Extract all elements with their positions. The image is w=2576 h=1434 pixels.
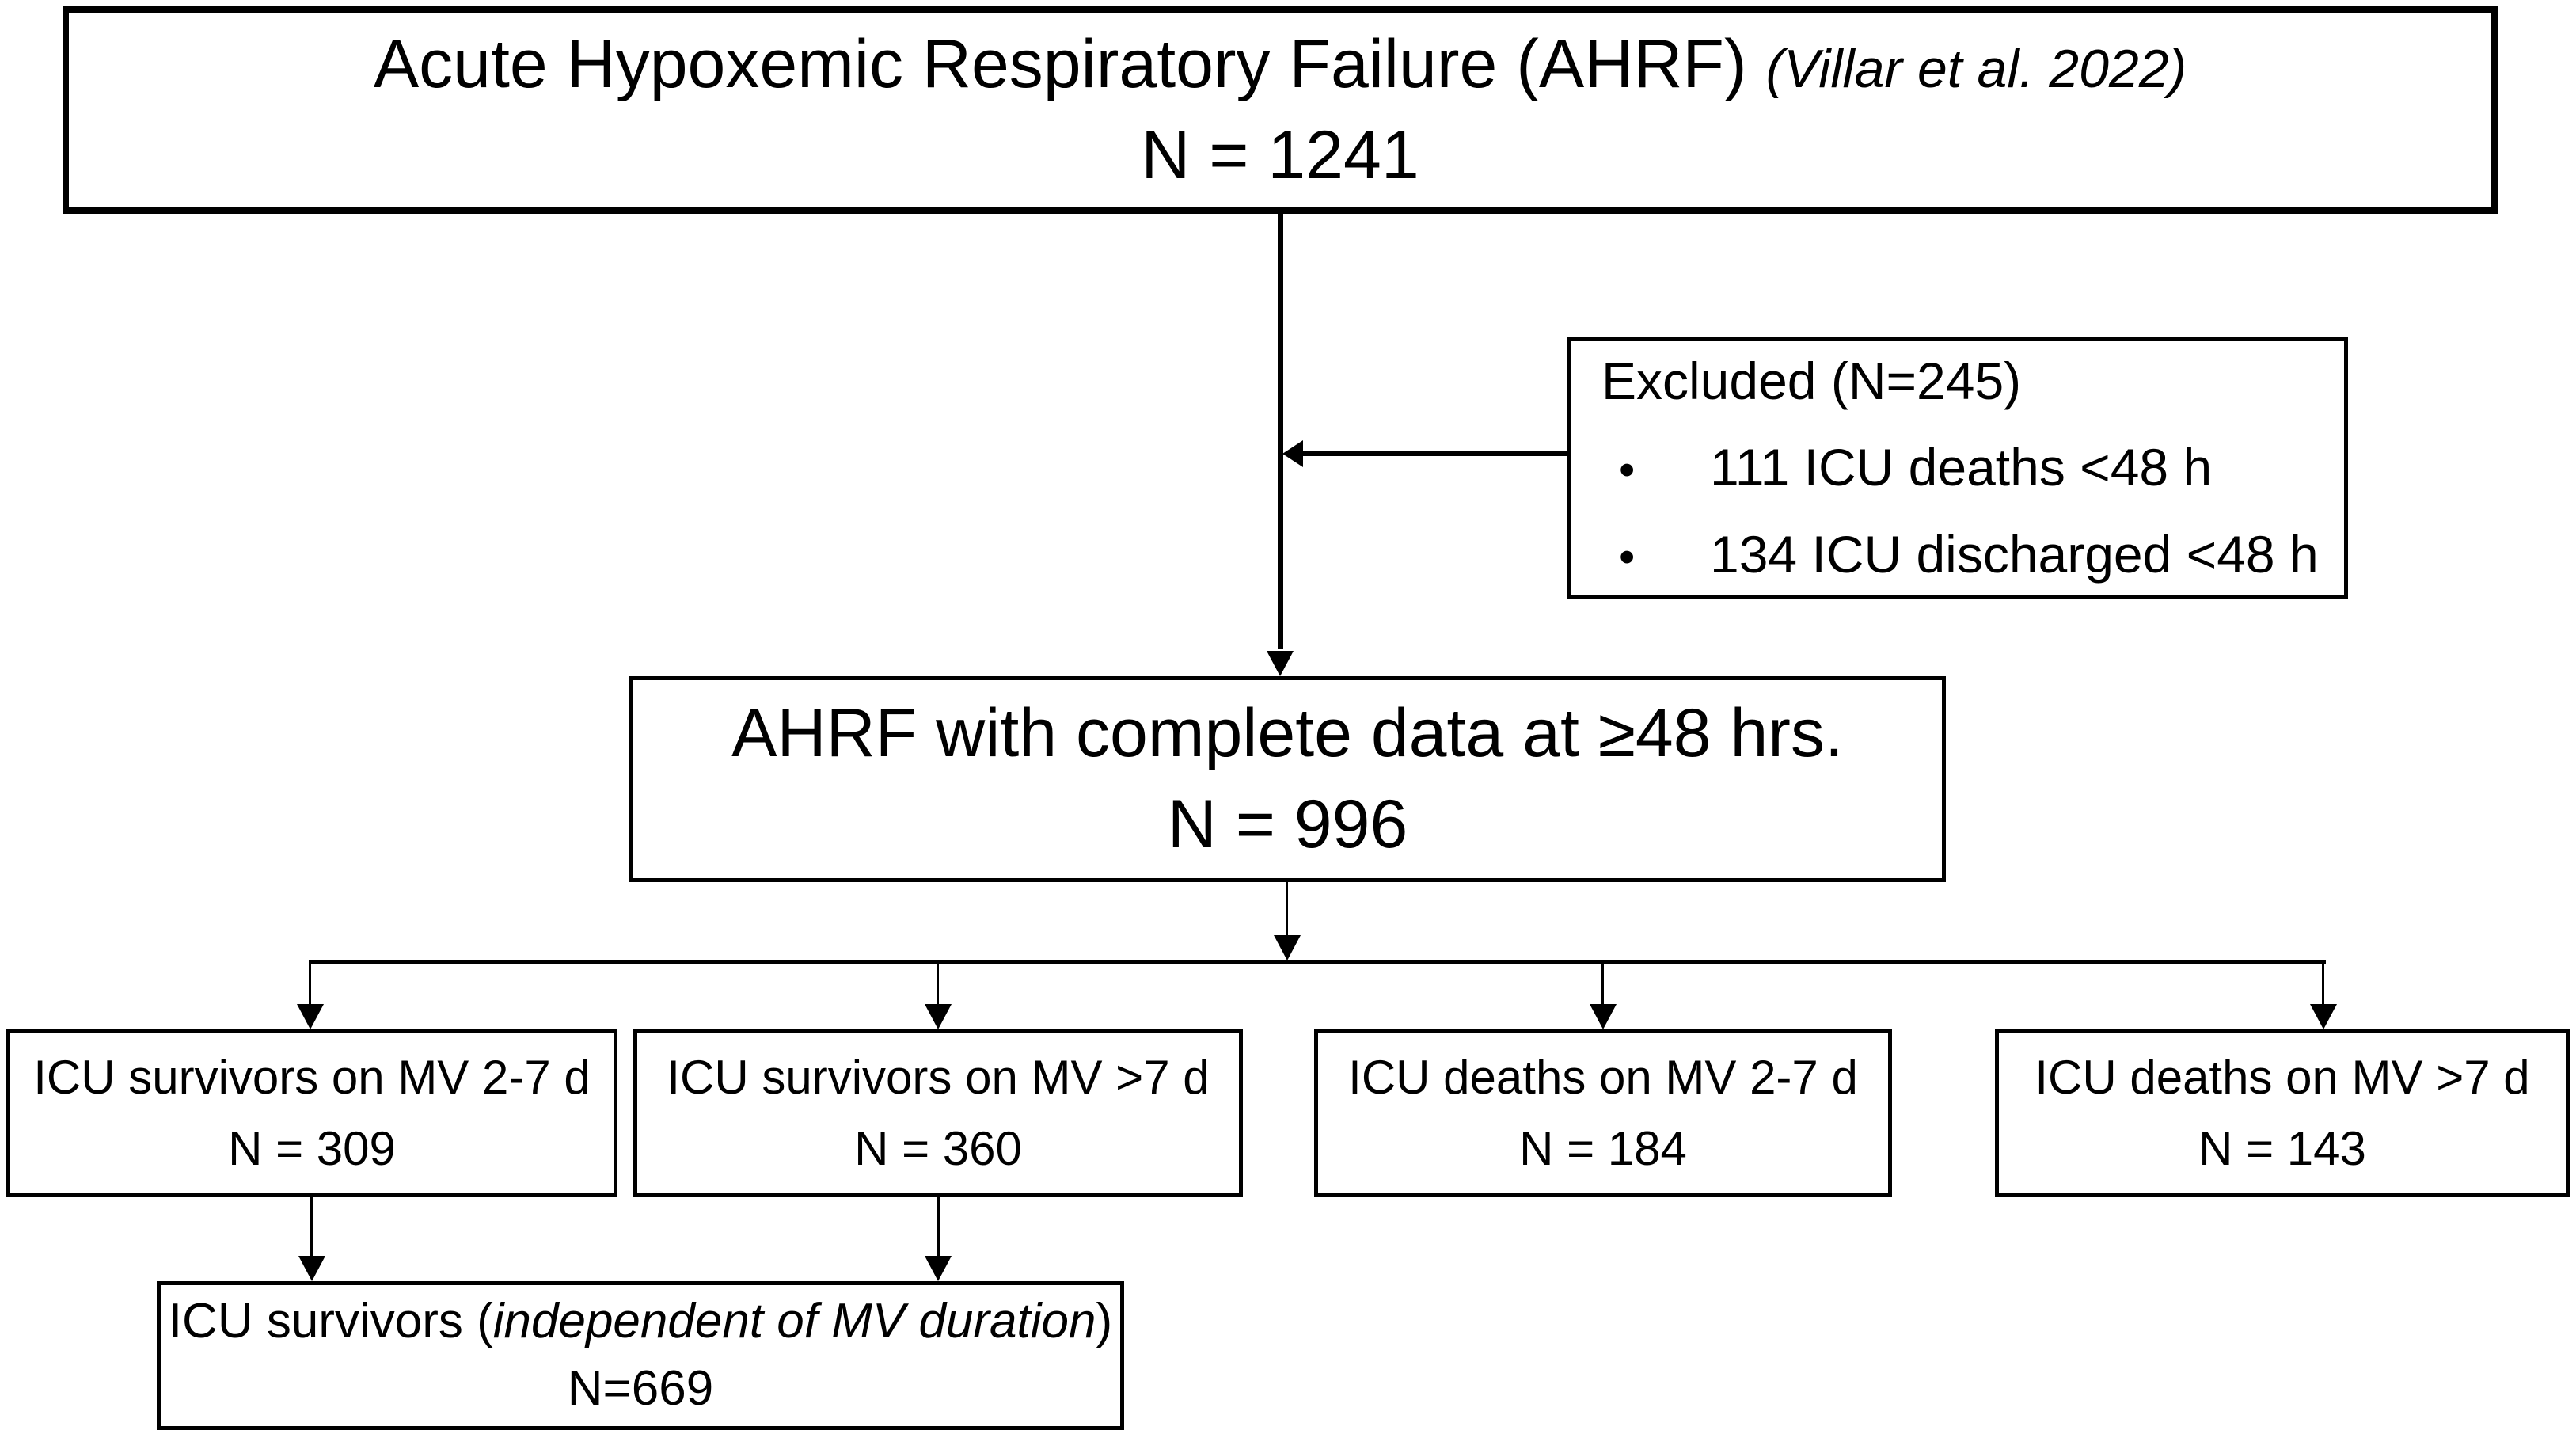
node-title: ICU survivors on MV 2-7 d (33, 1051, 591, 1104)
node-count: N = 309 (228, 1122, 396, 1175)
arrowhead-down-icon (2310, 1004, 2337, 1029)
node-title: AHRF with complete data at ≥48 hrs. (731, 694, 1844, 771)
node-icu-deaths-mv-2-7d: ICU deaths on MV 2-7 d N = 184 (1314, 1029, 1892, 1197)
node-count: N = 143 (2198, 1122, 2366, 1175)
excluded-title: Excluded (N=245) (1601, 352, 2022, 411)
node-title: ICU survivors on MV >7 d (667, 1051, 1210, 1104)
arrowhead-down-icon (1274, 935, 1301, 960)
node-icu-survivors-mv-gt7d: ICU survivors on MV >7 d N = 360 (633, 1029, 1243, 1197)
connector-to-deaths-mv-2-7d (1601, 964, 1604, 1004)
node-icu-deaths-mv-gt7d: ICU deaths on MV >7 d N = 143 (1995, 1029, 2570, 1197)
arrowhead-down-icon (1590, 1004, 1617, 1029)
arrowhead-down-icon (1267, 651, 1294, 676)
node-count: N = 360 (854, 1122, 1022, 1175)
node-count: N = 1241 (1141, 117, 1419, 193)
node-icu-survivors-mv-2-7d: ICU survivors on MV 2-7 d N = 309 (6, 1029, 617, 1197)
node-title: ICU deaths on MV 2-7 d (1348, 1051, 1858, 1104)
node-title: Acute Hypoxemic Respiratory Failure (AHR… (374, 24, 2187, 105)
node-count: N = 996 (1167, 786, 1408, 862)
node-title-post: ) (1096, 1294, 1113, 1349)
node-complete-data: AHRF with complete data at ≥48 hrs. N = … (629, 676, 1946, 882)
node-count: N = 184 (1519, 1122, 1687, 1175)
excluded-item-text: 111 ICU deaths <48 h (1710, 438, 2213, 497)
node-excluded: Excluded (N=245) • 111 ICU deaths <48 h … (1567, 337, 2348, 599)
arrowhead-down-icon (925, 1004, 952, 1029)
connector-complete-to-split (1286, 882, 1288, 935)
connector-to-deaths-mv-gt7d (2322, 964, 2324, 1004)
node-title: ICU survivors (independent of MV duratio… (169, 1290, 1112, 1354)
node-title-pre: ICU survivors ( (168, 1294, 493, 1349)
arrowhead-down-icon (925, 1256, 952, 1281)
connector-surv27-to-all (310, 1197, 313, 1256)
connector-split-bar (309, 960, 2326, 964)
arrowhead-left-icon (1282, 440, 1303, 467)
node-ahrf-cohort: Acute Hypoxemic Respiratory Failure (AHR… (63, 6, 2498, 214)
excluded-item-text: 134 ICU discharged <48 h (1710, 524, 2319, 584)
arrowhead-down-icon (297, 1004, 324, 1029)
node-icu-survivors-all: ICU survivors (independent of MV duratio… (157, 1281, 1124, 1430)
node-title-text: Acute Hypoxemic Respiratory Failure (AHR… (373, 25, 1747, 102)
connector-top-to-complete (1278, 214, 1283, 649)
connector-to-survivors-mv-gt7d (937, 964, 939, 1004)
bullet-icon: • (1619, 531, 1636, 583)
node-title: ICU deaths on MV >7 d (2035, 1051, 2530, 1104)
arrowhead-down-icon (298, 1256, 325, 1281)
node-title-italic: independent of MV duration (492, 1294, 1096, 1349)
connector-to-survivors-mv-2-7d (309, 964, 311, 1004)
connector-surv7-to-all (937, 1197, 940, 1256)
bullet-icon: • (1619, 444, 1636, 496)
excluded-item: • 111 ICU deaths <48 h (1619, 436, 2212, 499)
citation-text: (Villar et al. 2022) (1765, 38, 2187, 99)
excluded-item: • 134 ICU discharged <48 h (1619, 523, 2319, 586)
connector-excluded (1303, 451, 1567, 456)
node-count: N=669 (567, 1361, 714, 1416)
